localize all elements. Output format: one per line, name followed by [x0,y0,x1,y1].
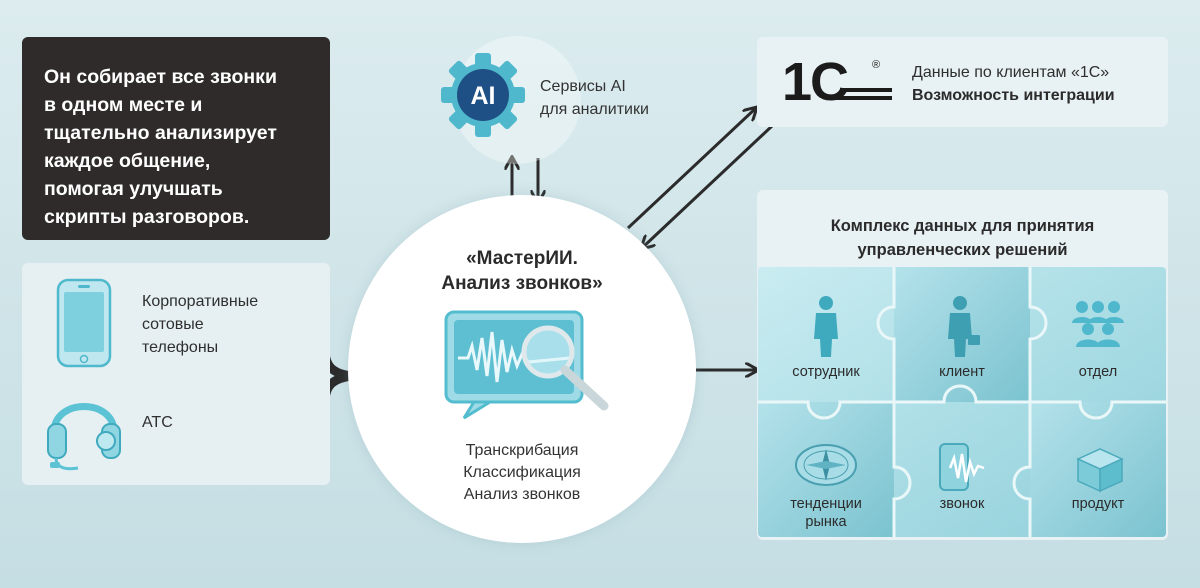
integration-line2: Возможность интеграции [912,87,1115,104]
svg-text:®: ® [872,59,880,71]
tile-label-employee: сотрудник [792,364,860,380]
headset-icon [47,403,121,471]
ai-service-label: Сервисы AI для аналитики [540,78,649,118]
intro-line: каждое общение, [44,150,211,172]
call-analysis-icon [444,310,609,420]
intro-line: в одном месте и [44,94,203,116]
intro-card: Он собирает все звонки в одном месте и т… [22,37,330,240]
integration-panel [757,37,1168,127]
box-icon [1076,448,1124,493]
department-icon [1072,301,1124,347]
arrow-from-1c [642,124,774,248]
tile-label-product: продукт [1071,496,1125,512]
complex-title: Комплекс данных для принятия управленчес… [830,217,1095,259]
tile-label-market: тенденции рынка [790,496,862,530]
feature-item: Транскрибация [465,442,579,459]
feature-item: Анализ звонков [463,486,581,503]
integration-line1: Данные по клиентам «1С» [912,64,1110,81]
ai-badge-text: AI [471,82,496,110]
phone-icon [56,278,112,368]
svg-text:1С: 1С [782,54,848,110]
intro-line: Он собирает все звонки [44,66,277,88]
puzzle-grid: сотрудник клиент отдел тенденции рынка з… [758,267,1166,537]
intro-line: помогая улучшать [44,178,223,200]
feature-list: Транскрибация Классификация Анализ звонк… [400,440,644,506]
tile-label-call: звонок [939,496,985,512]
call-icon [939,443,985,491]
feature-item: Классификация [463,464,581,481]
intro-line: скрипты разговоров. [44,206,250,228]
tile-label-client: клиент [939,364,985,380]
product-title: «МастерИИ. Анализ звонков» [441,248,603,294]
tile-label-department: отдел [1078,364,1118,380]
arrow-to-1c [626,108,756,230]
client-icon [948,296,980,357]
ai-gear-icon: AI [441,53,525,137]
1c-logo: 1С ® [782,54,892,110]
source-label-pbx: АТС [142,414,173,431]
compass-icon [795,444,857,486]
intro-line: тщательно анализирует [44,122,277,144]
source-label-phones: Корпоративные сотовые телефоны [142,293,259,356]
employee-icon [814,296,838,357]
